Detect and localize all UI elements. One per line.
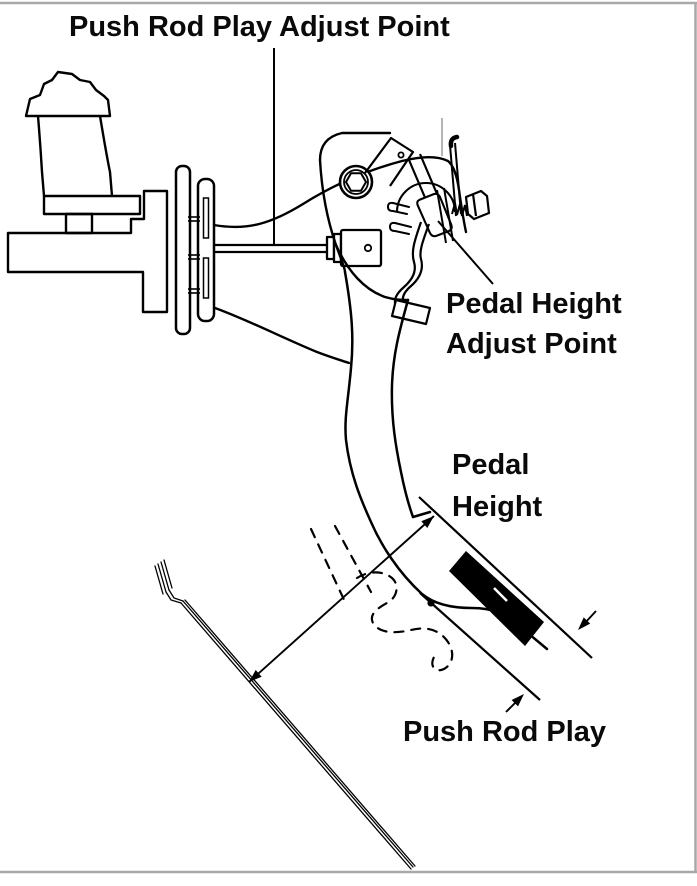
pedal-arm [343, 270, 549, 651]
pedal-height-dimension [248, 515, 435, 683]
push-rod [214, 243, 327, 254]
mounting-flange-plates [174, 164, 216, 336]
floor-line [154, 559, 416, 870]
pedal-depressed-dashed-outline [309, 524, 454, 672]
label-push-rod-play: Push Rod Play [403, 716, 607, 748]
label-pedal-height-line1: Pedal [452, 449, 530, 481]
pedal-face-extension-line [418, 496, 593, 659]
adjust-bolt-flange [436, 187, 454, 244]
master-cylinder-body [6, 189, 169, 314]
push-rod-play-extension-line [419, 592, 541, 701]
pivot-hex-bolt [338, 164, 374, 200]
label-pedal-height-adjust-point-line2: Adjust Point [446, 328, 617, 360]
label-pedal-height-adjust-point-line1: Pedal Height [446, 288, 622, 320]
push-rod-play-dimension [505, 610, 597, 713]
switch-prongs [386, 201, 412, 235]
label-pedal-height-line2: Height [452, 491, 543, 523]
pedal-pad [449, 551, 544, 646]
return-spring-hook [390, 221, 432, 326]
label-pedal-height-adjust-point: Pedal Height Adjust Point [446, 284, 622, 364]
pedal-stop-boss [395, 182, 457, 238]
adjuster-rod [448, 134, 462, 217]
leader-pedal-height-adjust [437, 220, 494, 285]
master-cylinder-reservoir [24, 70, 142, 235]
push-rod-clevis [325, 228, 383, 268]
pivot-bracket [318, 131, 410, 302]
pedal-height-adjust-bolt [464, 189, 491, 221]
label-push-rod-play-adjust-point: Push Rod Play Adjust Point [69, 11, 450, 43]
label-pedal-height: Pedal Height [452, 444, 542, 528]
